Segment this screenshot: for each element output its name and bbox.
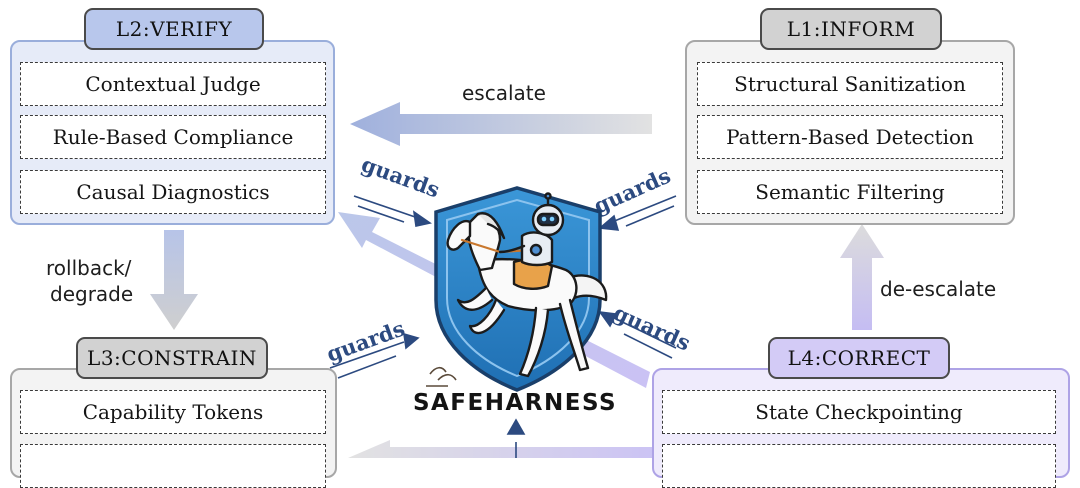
escalate-label: escalate bbox=[462, 81, 546, 105]
verify-item-contextual-judge: Contextual Judge bbox=[20, 62, 326, 106]
rollback-label-line1: rollback/ bbox=[46, 256, 132, 280]
horse-rider-icon bbox=[446, 192, 608, 378]
inform-item-structural-sanitization: Structural Sanitization bbox=[697, 62, 1003, 106]
de-escalate-arrow bbox=[840, 224, 884, 330]
verify-title: L2:VERIFY bbox=[84, 8, 264, 50]
correct-title: L4:CORRECT bbox=[768, 337, 950, 379]
guards-arrows bbox=[329, 195, 677, 458]
correct-item-second bbox=[662, 444, 1056, 488]
diagram-canvas: guards guards guards guards bbox=[150, 102, 884, 458]
verify-item-rule-based-compliance: Rule-Based Compliance bbox=[20, 115, 326, 159]
de-escalate-label: de-escalate bbox=[880, 277, 997, 301]
rollback-label-line2: degrade bbox=[50, 282, 134, 306]
guards-label-ml: guards bbox=[323, 315, 408, 366]
constrain-item-second bbox=[20, 444, 326, 488]
bottom-return-arrow bbox=[348, 440, 655, 458]
brand-name: SAFEHARNESS bbox=[412, 390, 618, 416]
inform-item-pattern-based-detection: Pattern-Based Detection bbox=[697, 115, 1003, 159]
constrain-title: L3:CONSTRAIN bbox=[76, 337, 268, 379]
escalate-arrow bbox=[350, 102, 652, 146]
guards-label-tr: guards bbox=[590, 163, 674, 219]
dust-icon bbox=[426, 366, 457, 387]
correct-item-state-checkpointing: State Checkpointing bbox=[662, 390, 1056, 434]
rollback-arrow bbox=[150, 230, 198, 330]
constrain-item-capability-tokens: Capability Tokens bbox=[20, 390, 326, 434]
verify-item-causal-diagnostics: Causal Diagnostics bbox=[20, 170, 326, 214]
inform-title: L1:INFORM bbox=[760, 8, 942, 50]
guards-label-tl: guards bbox=[358, 151, 443, 202]
inform-item-semantic-filtering: Semantic Filtering bbox=[697, 170, 1003, 214]
